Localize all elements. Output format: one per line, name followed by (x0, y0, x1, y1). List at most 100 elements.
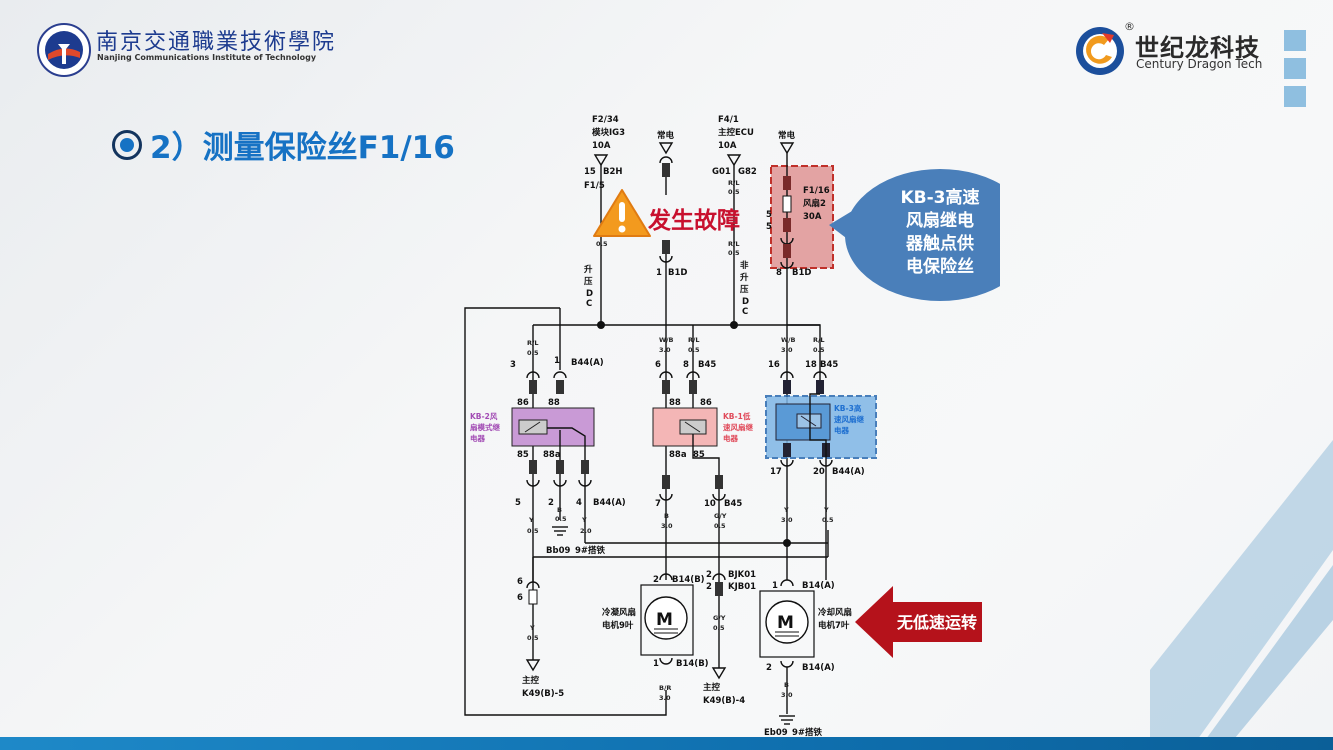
svg-text:D: D (586, 289, 593, 299)
svg-text:模块IG3: 模块IG3 (592, 127, 625, 138)
svg-text:K49(B)-5: K49(B)-5 (522, 689, 564, 699)
svg-text:0.5: 0.5 (813, 346, 825, 354)
brand-name-cn: 世纪龙科技 (1135, 34, 1260, 62)
svg-text:G82: G82 (738, 167, 757, 177)
svg-text:2: 2 (548, 498, 554, 508)
svg-text:R/L: R/L (813, 336, 825, 344)
svg-text:压: 压 (584, 277, 593, 287)
svg-text:M: M (656, 610, 673, 630)
svg-text:电机9叶: 电机9叶 (602, 620, 634, 631)
svg-text:风扇继电: 风扇继电 (906, 210, 974, 231)
svg-text:G/Y: G/Y (714, 512, 727, 520)
svg-text:K49(B)-4: K49(B)-4 (703, 696, 745, 706)
relay-kb3: W/B 3.0 R/L 0.5 16 B45 18 B45 KB-3高 速风扇继… (765, 324, 877, 580)
svg-text:9#搭铁: 9#搭铁 (575, 545, 606, 556)
svg-text:4: 4 (576, 498, 582, 508)
svg-text:B14(B): B14(B) (672, 575, 705, 585)
svg-text:KJB01: KJB01 (728, 582, 756, 592)
svg-text:电器: 电器 (470, 433, 485, 443)
svg-text:无低速运转: 无低速运转 (896, 613, 977, 632)
svg-text:10: 10 (704, 499, 716, 509)
svg-text:0.5: 0.5 (728, 249, 740, 257)
svg-text:B45: B45 (820, 360, 838, 370)
svg-text:主控: 主控 (522, 675, 540, 686)
school-name-en: Nanjing Communications Institute of Tech… (97, 53, 317, 62)
svg-text:B/R: B/R (659, 684, 671, 692)
svg-text:升: 升 (584, 264, 593, 275)
school-logo (37, 23, 91, 77)
relay-kb1: W/B 3.0 R/L 0.5 6 8 B45 88 86 KB-1低 速风扇继… (652, 325, 753, 580)
decorative-stripes (1150, 440, 1333, 750)
svg-text:主控ECU: 主控ECU (718, 127, 754, 138)
svg-text:5: 5 (515, 498, 521, 508)
svg-text:Y: Y (581, 516, 587, 524)
deco-square (1284, 86, 1306, 107)
deco-square (1284, 30, 1306, 51)
svg-text:3.0: 3.0 (661, 522, 673, 530)
svg-text:器触点供: 器触点供 (905, 233, 974, 254)
svg-text:KB-3高速: KB-3高速 (900, 187, 979, 208)
svg-text:B44(A): B44(A) (593, 498, 626, 508)
svg-text:B1D: B1D (668, 268, 687, 278)
svg-text:扇模式继: 扇模式继 (470, 422, 500, 432)
svg-text:5: 5 (766, 222, 772, 232)
brand-name-en: Century Dragon Tech (1136, 57, 1263, 71)
source-battery-2: 常电 (778, 130, 796, 155)
svg-text:3.0: 3.0 (781, 516, 793, 524)
svg-text:88a: 88a (543, 450, 561, 460)
svg-text:85: 85 (693, 450, 705, 460)
svg-text:F1/5: F1/5 (584, 181, 605, 191)
svg-text:B14(B): B14(B) (676, 659, 709, 669)
svg-text:主控: 主控 (703, 682, 721, 693)
svg-text:Bb09: Bb09 (546, 546, 570, 556)
svg-text:1: 1 (772, 581, 778, 591)
svg-text:85: 85 (517, 450, 529, 460)
svg-text:KB-3高: KB-3高 (834, 403, 862, 413)
svg-text:G01: G01 (712, 167, 731, 177)
svg-text:B45: B45 (698, 360, 716, 370)
svg-text:B44(A): B44(A) (571, 358, 604, 368)
svg-text:15: 15 (584, 167, 596, 177)
svg-text:冷凝风扇: 冷凝风扇 (602, 607, 636, 618)
svg-text:B: B (784, 681, 789, 689)
svg-text:0.5: 0.5 (527, 634, 539, 642)
svg-text:2: 2 (653, 575, 659, 585)
svg-text:B: B (557, 506, 562, 514)
svg-text:电器: 电器 (834, 425, 849, 435)
svg-text:R/L: R/L (527, 339, 539, 347)
svg-text:电保险丝: 电保险丝 (906, 256, 974, 277)
svg-text:D: D (742, 297, 749, 307)
svg-text:F4/1: F4/1 (718, 115, 739, 125)
svg-text:G/Y: G/Y (713, 614, 726, 622)
svg-text:Eb09: Eb09 (764, 728, 788, 738)
source-battery-1: 常电 (657, 130, 675, 177)
svg-text:M: M (777, 613, 794, 633)
svg-text:KB-2风: KB-2风 (470, 412, 498, 421)
svg-text:10A: 10A (718, 141, 737, 151)
svg-text:88: 88 (669, 398, 681, 408)
svg-text:1: 1 (554, 356, 560, 366)
svg-text:2: 2 (706, 570, 712, 580)
warning-icon (593, 189, 651, 237)
school-name-cn: 南京交通職業技術學院 (96, 30, 337, 55)
svg-text:2.0: 2.0 (580, 527, 592, 535)
circuit-diagram: F2/34 模块IG3 10A 15 B2H 常电 F4/1 主控ECU 10A… (464, 115, 1000, 738)
svg-text:F1/16: F1/16 (803, 186, 830, 196)
slide-title-text: 2）测量保险丝F1/16 (150, 130, 455, 166)
svg-text:Y: Y (528, 516, 534, 524)
svg-text:Y: Y (529, 624, 535, 632)
svg-text:冷却风扇: 冷却风扇 (818, 607, 852, 618)
svg-text:3.0: 3.0 (781, 691, 793, 699)
non-boost-dc-label: 非升 压DC (740, 260, 749, 317)
svg-text:F2/34: F2/34 (592, 115, 619, 125)
svg-text:17: 17 (770, 467, 782, 477)
svg-text:3.0: 3.0 (659, 694, 671, 702)
svg-text:86: 86 (700, 398, 712, 408)
svg-text:2: 2 (706, 582, 712, 592)
fuse-f1-16-highlight (770, 165, 834, 269)
svg-text:B2H: B2H (603, 167, 623, 177)
svg-text:0.5: 0.5 (713, 624, 725, 632)
condenser-fan-motor: 2 B14(B) M 冷凝风扇 电机9叶 1 B14(B) B/R 3.0 (602, 573, 709, 702)
svg-text:升: 升 (740, 272, 749, 283)
svg-text:常电: 常电 (657, 130, 675, 141)
